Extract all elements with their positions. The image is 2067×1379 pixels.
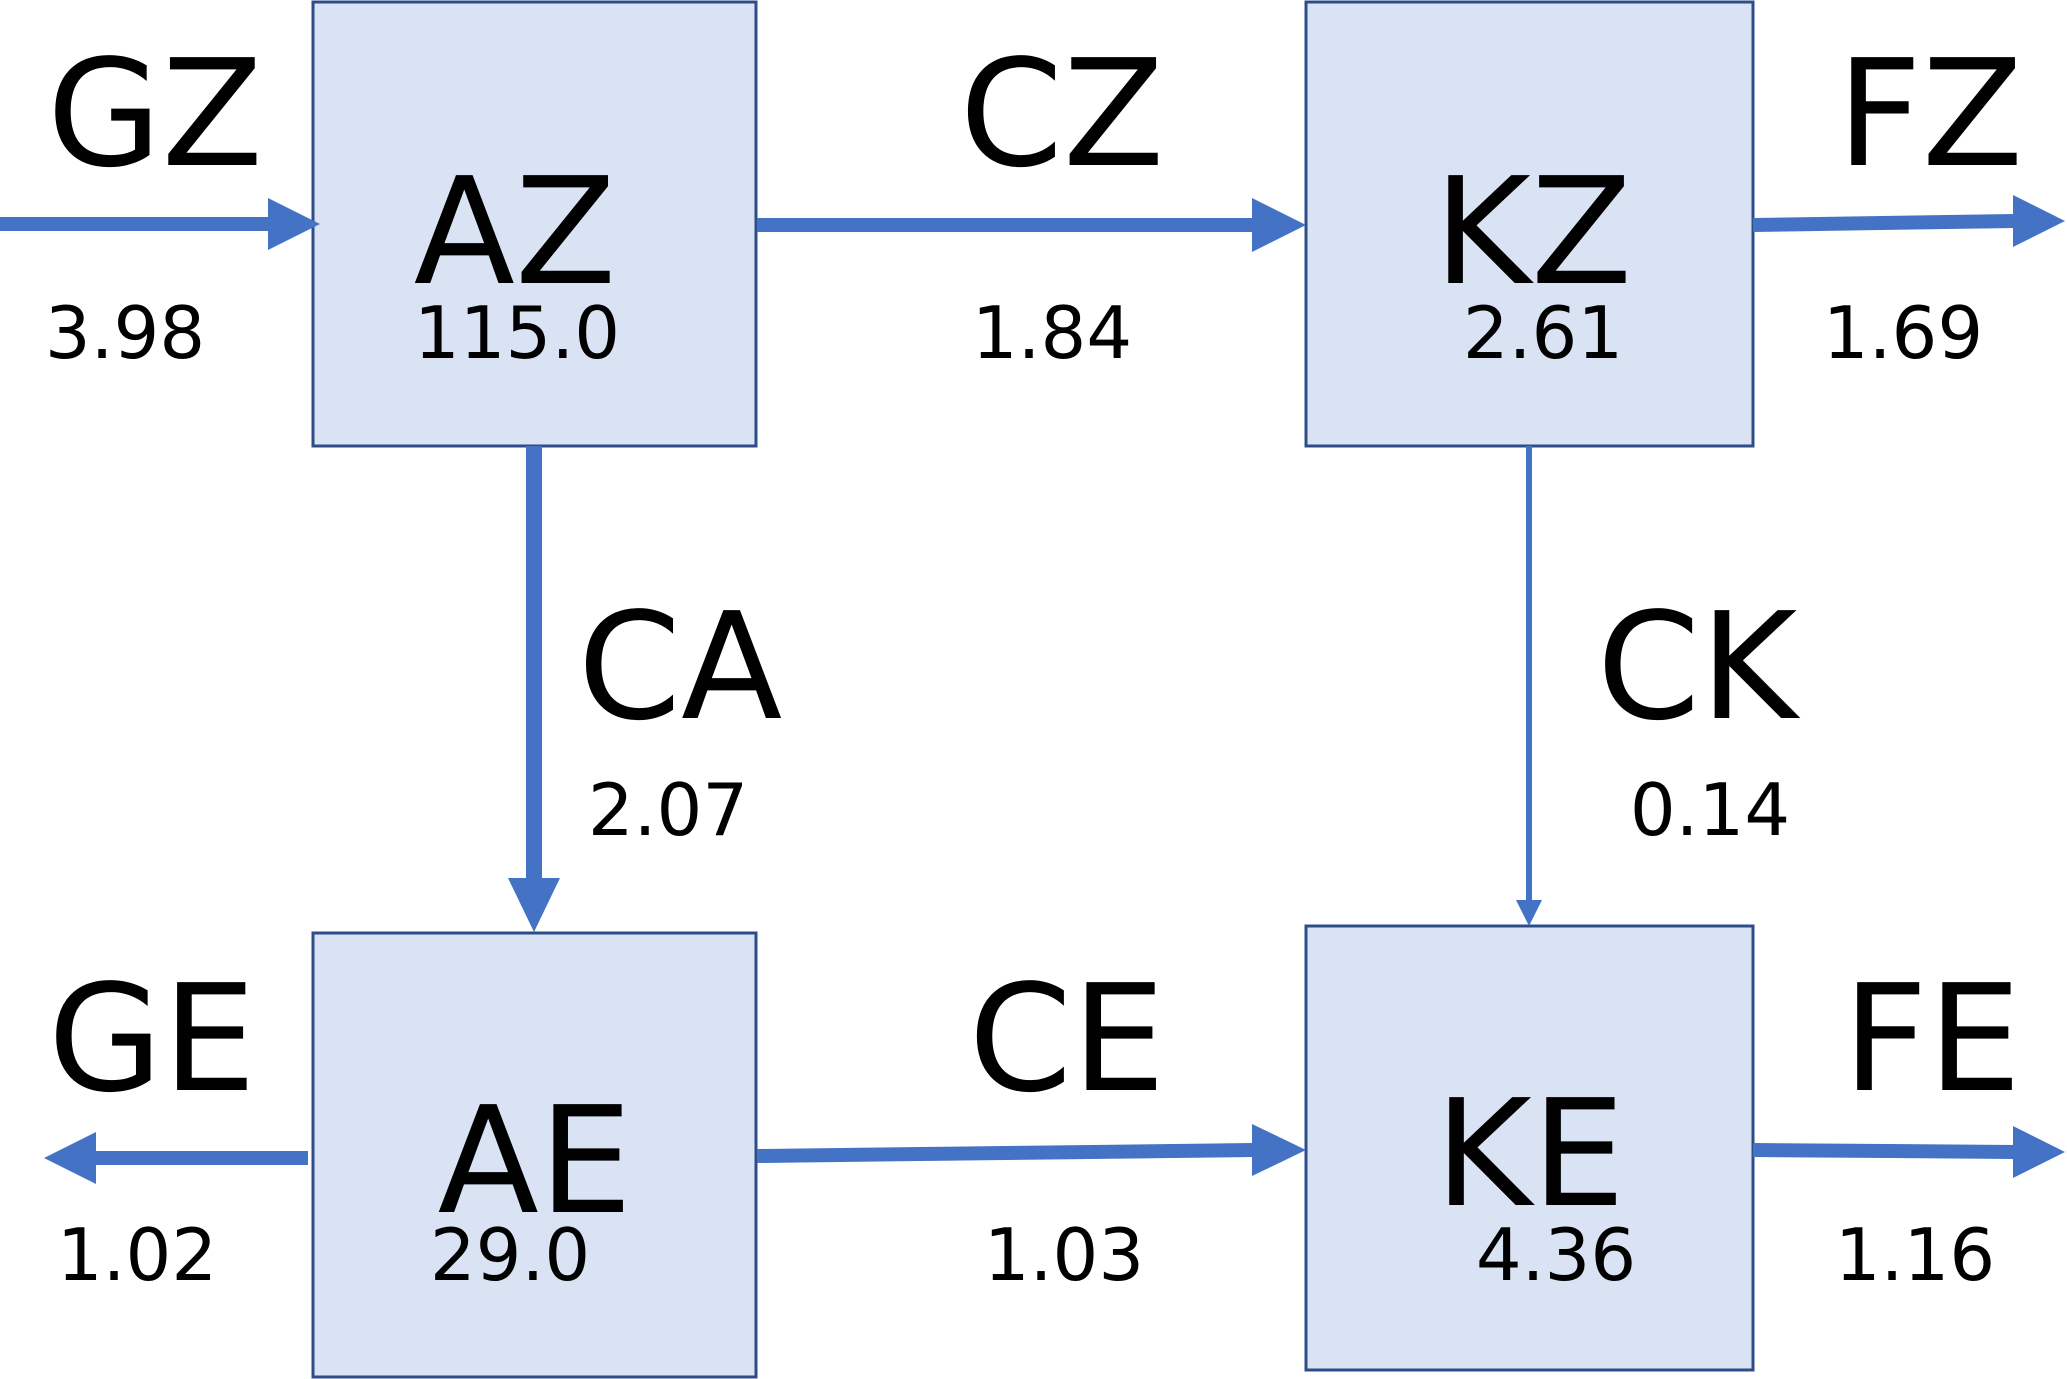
box-ke-label: KE	[1435, 1068, 1626, 1240]
flow-gz-value: 3.98	[45, 291, 205, 375]
arrow-ca-head	[508, 878, 560, 932]
box-ae: AE 29.0	[311, 931, 758, 1379]
flow-ck-label: CK	[1597, 581, 1801, 753]
arrow-fz-head	[2013, 195, 2065, 247]
flow-gz: GZ 3.98	[45, 28, 263, 375]
box-kz-rect	[1304, 0, 1755, 448]
arrow-ge-head	[44, 1132, 96, 1184]
flow-fe: FE 1.16	[1835, 953, 2021, 1297]
box-az-value: 115.0	[414, 291, 620, 375]
box-ke-rect	[1304, 924, 1755, 1372]
flow-fz-label: FZ	[1837, 28, 2024, 200]
flow-ce: CE 1.03	[969, 953, 1166, 1297]
box-kz: KZ 2.61	[1304, 0, 1755, 448]
box-ke-value: 4.36	[1476, 1213, 1636, 1297]
flow-fe-label: FE	[1843, 953, 2022, 1125]
arrow-fz	[1752, 214, 2016, 232]
flow-ce-label: CE	[969, 953, 1166, 1125]
flow-cz-value: 1.84	[972, 291, 1132, 375]
arrow-cz-head	[1252, 198, 1306, 252]
flow-fz-value: 1.69	[1823, 291, 1983, 375]
box-az-rect	[311, 0, 758, 448]
flow-cz: CZ 1.84	[960, 28, 1165, 375]
flow-ce-value: 1.03	[984, 1213, 1144, 1297]
arrow-fe-head	[2013, 1126, 2065, 1178]
arrow-ce	[756, 1143, 1256, 1163]
box-kz-value: 2.61	[1463, 291, 1623, 375]
flow-ca-label: CA	[578, 581, 783, 753]
flow-ge: GE 1.02	[48, 953, 256, 1297]
box-kz-label: KZ	[1434, 146, 1632, 318]
box-az-label: AZ	[414, 146, 617, 318]
box-az: AZ 115.0	[311, 0, 758, 448]
box-ae-value: 29.0	[430, 1213, 590, 1297]
flow-ge-label: GE	[48, 953, 256, 1125]
arrow-ck-head	[1516, 900, 1542, 926]
flow-fe-value: 1.16	[1835, 1213, 1995, 1297]
flow-ge-value: 1.02	[57, 1213, 217, 1297]
arrow-fe	[1752, 1143, 2016, 1159]
flow-ca: CA 2.07	[578, 581, 783, 852]
flow-fz: FZ 1.69	[1823, 28, 2023, 375]
flow-ca-value: 2.07	[588, 768, 748, 852]
arrow-gz-head	[268, 198, 320, 250]
flow-ck-value: 0.14	[1630, 768, 1790, 852]
flow-ck: CK 0.14	[1597, 581, 1801, 852]
box-ae-rect	[311, 931, 758, 1379]
box-ke: KE 4.36	[1304, 924, 1755, 1372]
box-ae-label: AE	[438, 1075, 633, 1247]
flow-cz-label: CZ	[960, 28, 1165, 200]
arrow-ce-head	[1252, 1124, 1306, 1176]
flow-gz-label: GZ	[47, 28, 263, 200]
